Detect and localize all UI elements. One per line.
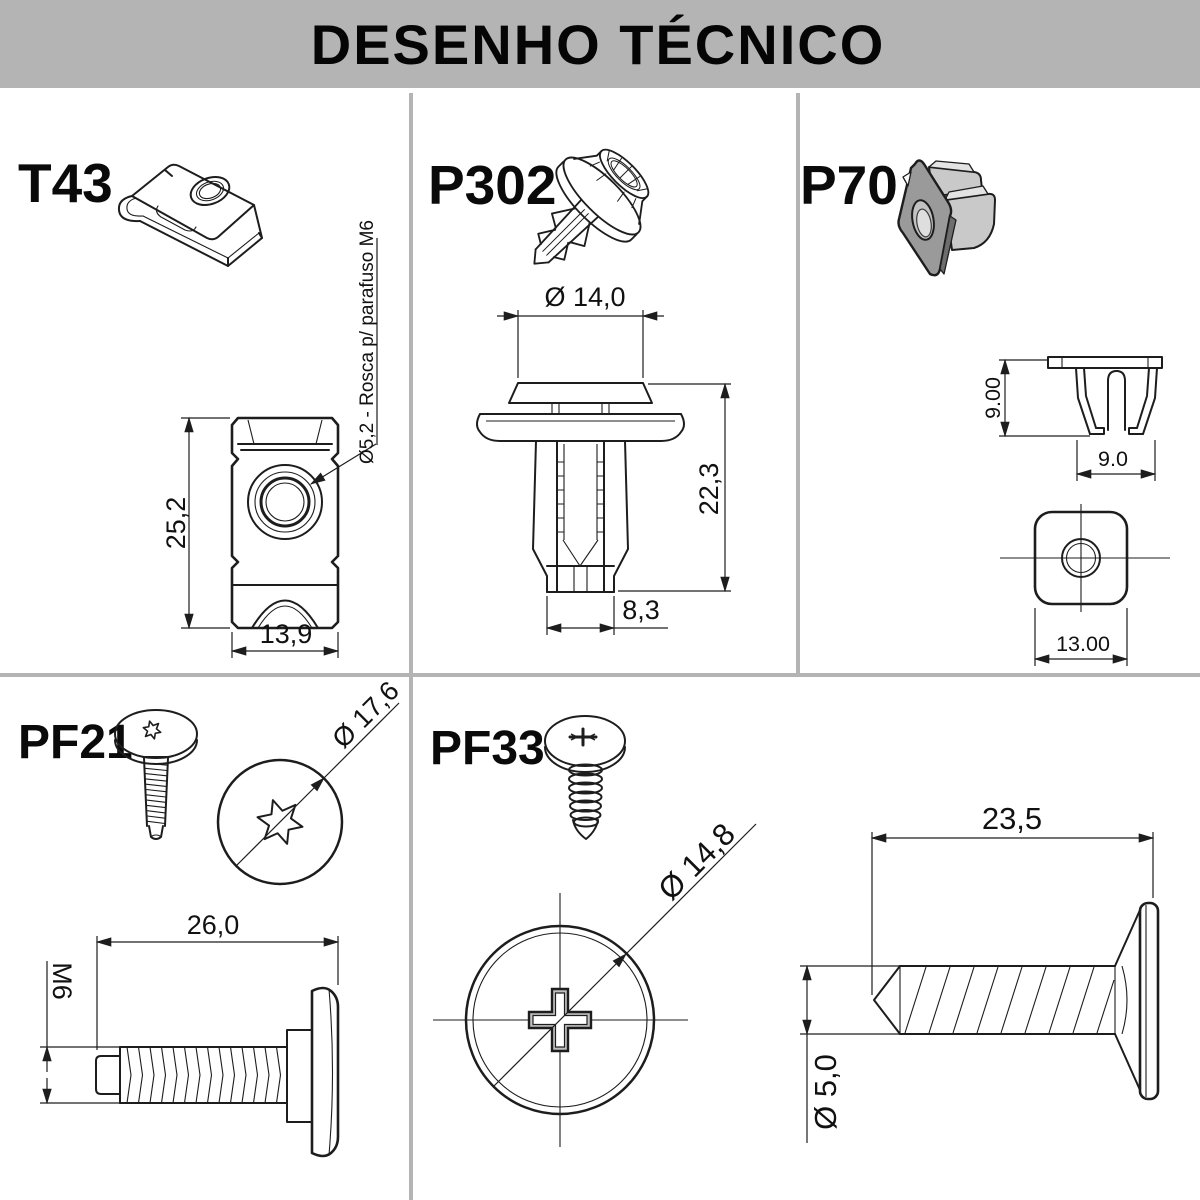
p70-body-width-dim: 13.00 (1056, 632, 1110, 656)
p70-isometric-view (897, 159, 996, 277)
page-title: DESENHO TÉCNICO (311, 13, 886, 76)
pf33-head-top-view: Ø 14,8 (433, 816, 757, 1147)
part-label-p302: P302 (428, 154, 556, 216)
panel-pf33: PF33 Ø 14,8 (430, 715, 1160, 1147)
pf21-torx-mark (142, 720, 162, 740)
pf33-side-view (873, 901, 1160, 1101)
banner-background (0, 0, 1200, 88)
panel-p70: P70 (800, 154, 1170, 666)
t43-height-dim: 25,2 (161, 497, 191, 550)
p70-dimensions: 9.00 9.0 13.00 (981, 358, 1157, 666)
p302-dimensions: Ø 14,0 22,3 8,3 (497, 282, 731, 635)
p70-side-view (1047, 356, 1163, 435)
p302-side-view (476, 382, 685, 593)
pf21-thread-dim: M6 (47, 962, 77, 1000)
p302-length-dim: 22,3 (694, 463, 724, 516)
t43-hole-note: Ø5,2 - Rosca p/ parafuso M6 (357, 220, 378, 464)
panel-dividers (0, 93, 1200, 1200)
t43-front-view (230, 416, 340, 630)
panel-t43: T43 2 (18, 152, 378, 658)
p302-isometric-view (533, 148, 650, 265)
part-label-pf21: PF21 (18, 716, 133, 769)
pf33-isometric-view (544, 715, 626, 840)
p70-top-view (1000, 504, 1170, 612)
pf33-dimensions: 23,5 Ø 5,0 (800, 801, 1155, 1143)
p302-head-diameter-dim: Ø 14,0 (544, 282, 625, 312)
pf33-shank-diameter-dim: Ø 5,0 (808, 1054, 843, 1130)
part-label-t43: T43 (18, 152, 113, 214)
t43-dimensions: 25,2 13,9 Ø5,2 - Rosca p/ parafuso M6 (161, 220, 378, 658)
part-label-p70: P70 (800, 154, 898, 216)
pf33-phillips-mark (568, 727, 598, 747)
panel-p302: P302 (428, 148, 731, 635)
pf21-dimensions: 26,0 M6 (40, 910, 340, 1105)
t43-width-dim: 13,9 (260, 619, 313, 649)
t43-hole-leader (309, 443, 377, 485)
pf21-length-dim: 26,0 (187, 910, 240, 940)
pf21-head-top-view: Ø 17,6 (216, 675, 405, 886)
t43-isometric-view (117, 163, 263, 267)
part-label-pf33: PF33 (430, 722, 545, 775)
panel-pf21: PF21 Ø 17,6 26,0 (18, 675, 405, 1158)
pf21-isometric-view (114, 709, 198, 840)
pf33-head-diameter-dim: Ø 14,8 (651, 816, 742, 907)
header-banner: DESENHO TÉCNICO (0, 0, 1200, 88)
pf21-side-view (95, 986, 340, 1158)
p70-clip-width-dim: 9.0 (1098, 447, 1128, 471)
pf33-length-dim: 23,5 (982, 801, 1042, 836)
pf21-head-diameter-dim: Ø 17,6 (326, 675, 405, 754)
p302-tip-width-dim: 8,3 (622, 595, 660, 625)
p70-clip-height-dim: 9.00 (981, 377, 1005, 419)
